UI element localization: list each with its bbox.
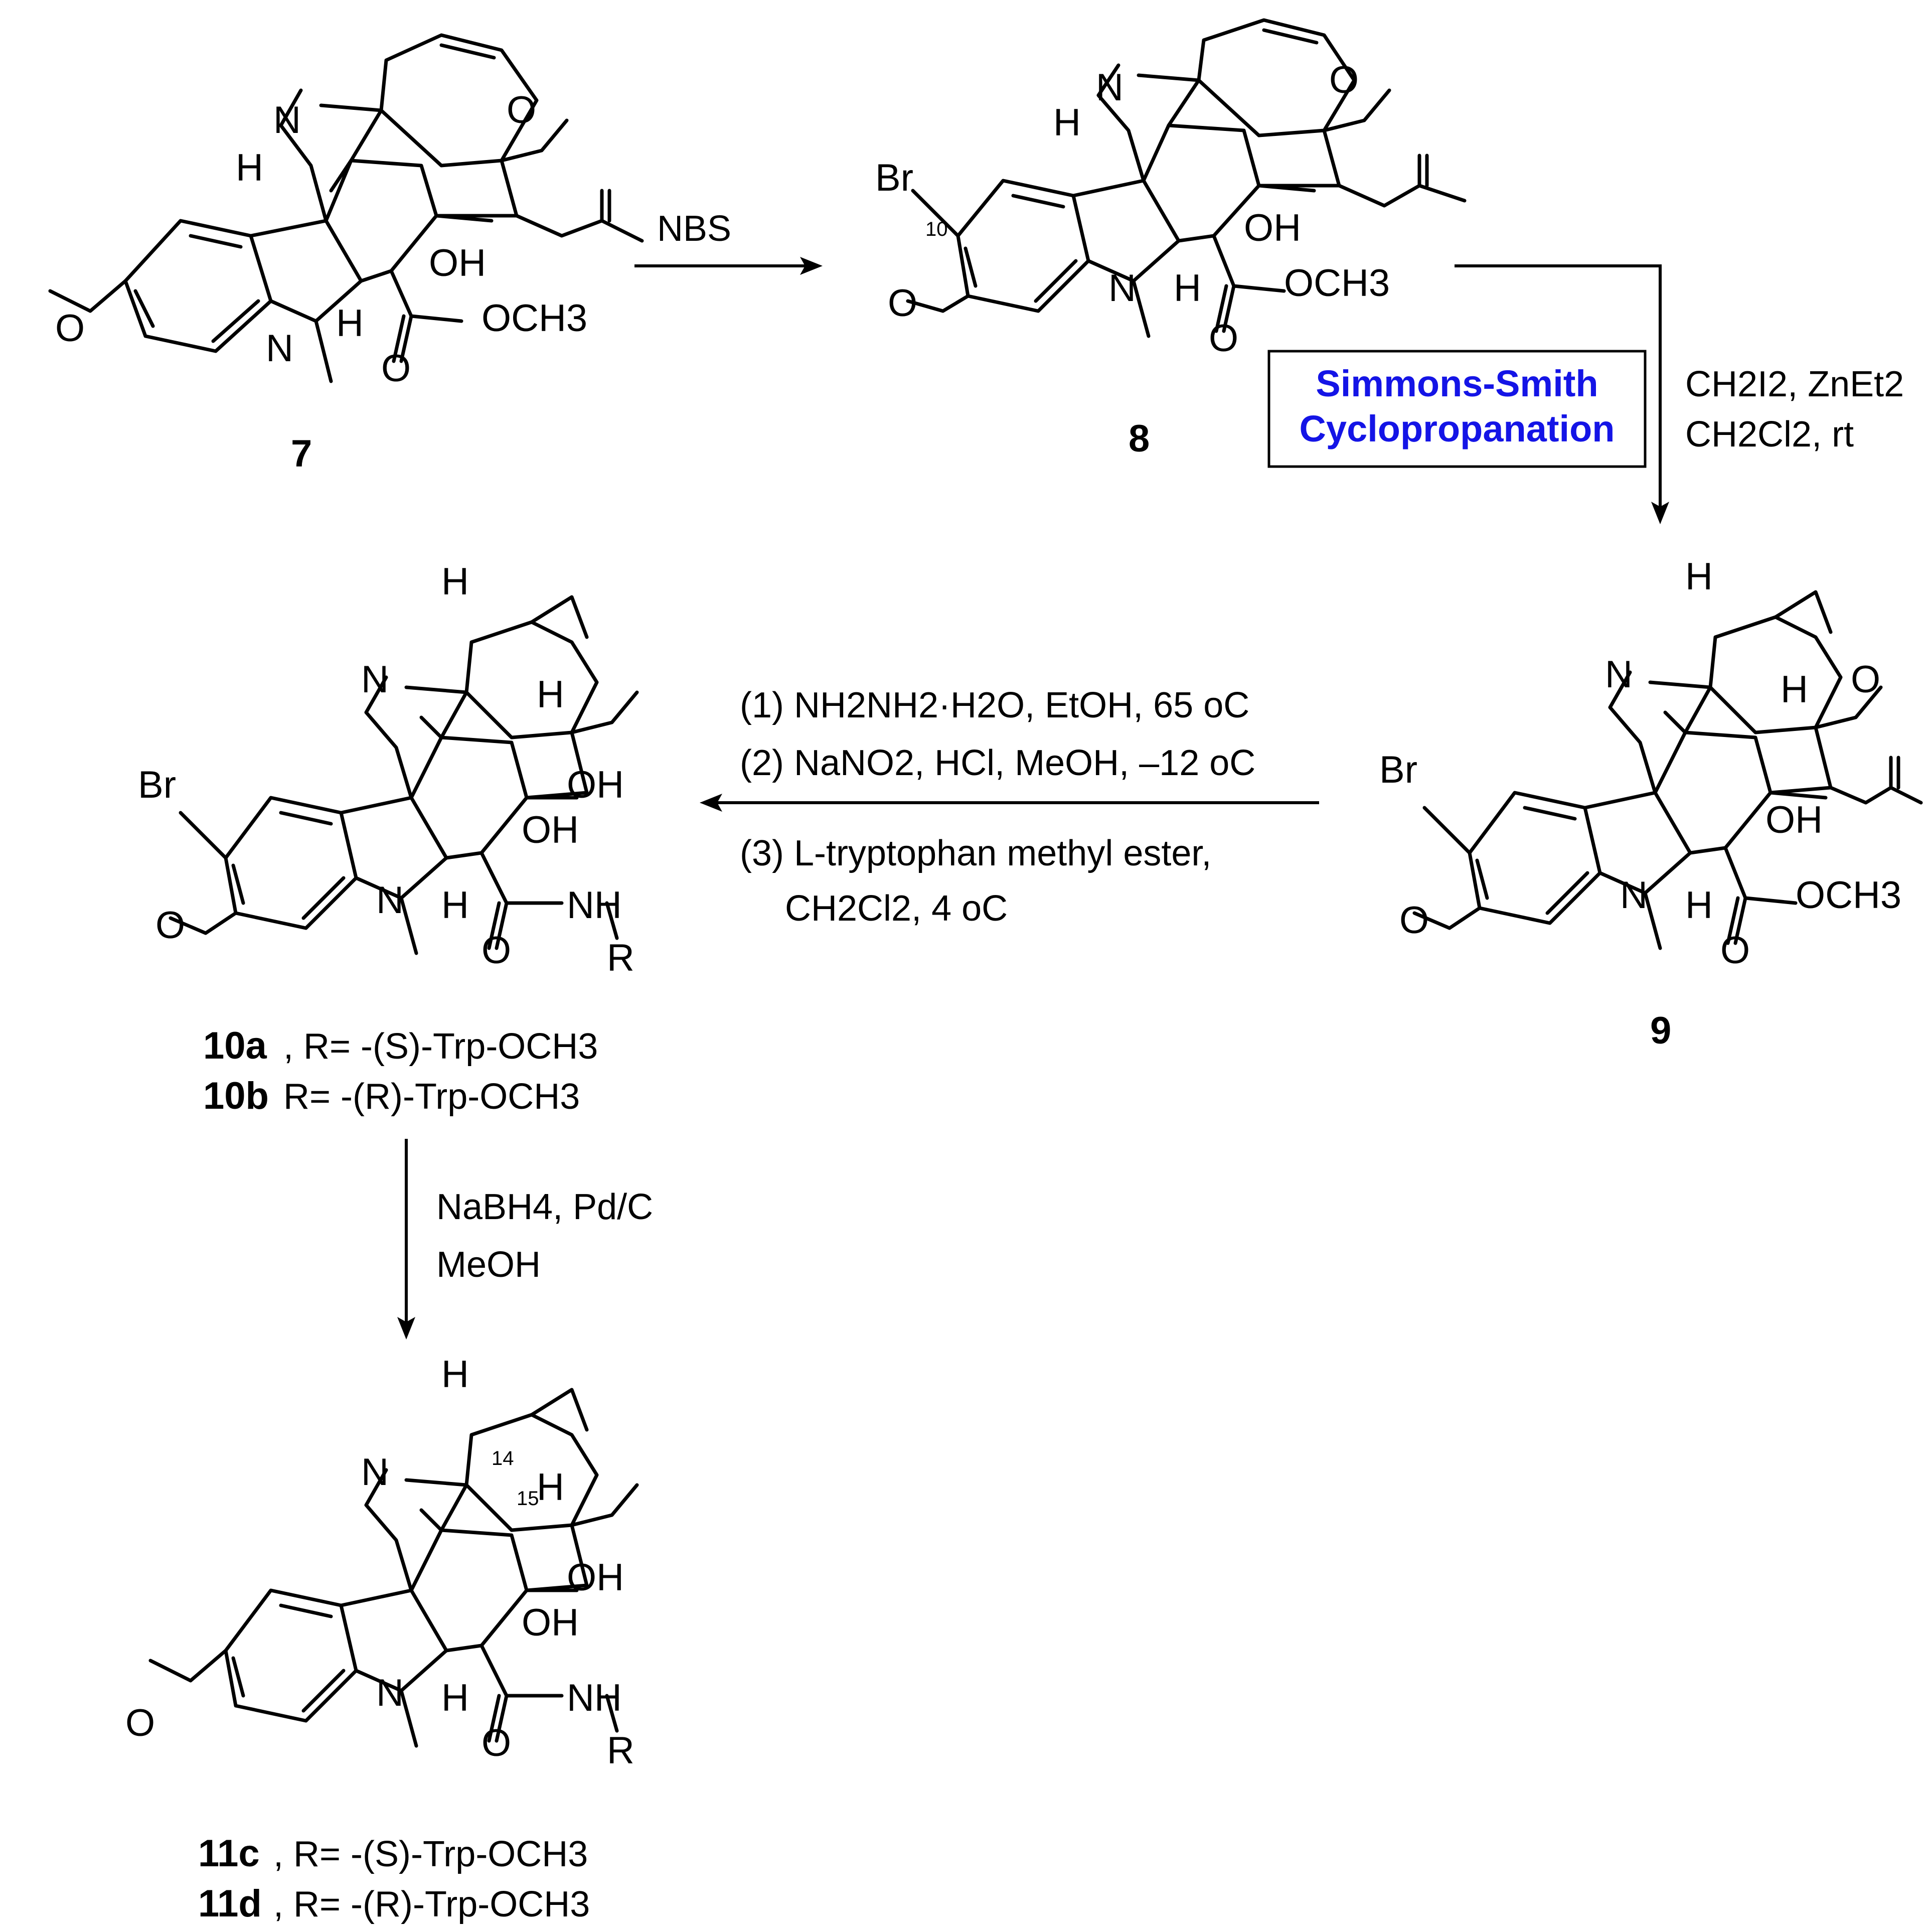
c7-atom-O: O	[507, 89, 536, 131]
simmons-smith-line2: Cyclopropanation	[1299, 408, 1615, 450]
compound-9-label: 9	[1650, 1009, 1671, 1052]
c9-atom-OCH3: OCH3	[1796, 874, 1901, 917]
compound-10a-id: 10a	[203, 1024, 267, 1067]
compound-11d-desc: , R= -(R)-Trp-OCH3	[273, 1884, 590, 1924]
c11-atom-N2: N	[376, 1672, 404, 1714]
arrowhead-step4	[397, 1317, 415, 1340]
c9-atom-H2: H	[1685, 884, 1713, 927]
c10-atom-O: O	[481, 929, 511, 972]
c7-atom-H2: H	[336, 302, 364, 345]
compound-10b-id: 10b	[203, 1075, 269, 1117]
step4-line2: MeOH	[436, 1245, 541, 1285]
c9-atom-OH: OH	[1765, 799, 1823, 841]
step3-line4: CH2Cl2, 4 oC	[785, 888, 1008, 929]
step4-line1: NaBH4, Pd/C	[436, 1187, 653, 1227]
step1-reagent: NBS	[657, 209, 731, 249]
compound-11d-id: 11d	[198, 1882, 262, 1925]
c9-atom-O-methoxy: O	[1399, 899, 1429, 942]
c9-atom-Br: Br	[1379, 749, 1417, 791]
c10-atom-NH: NH	[567, 884, 622, 927]
c11-atom-R: R	[607, 1729, 634, 1772]
simmons-smith-line1: Simmons-Smith	[1316, 363, 1598, 404]
c10-atom-N: N	[361, 658, 389, 701]
c10-atom-H2: H	[441, 884, 469, 927]
c9-atom-H-top: H	[1685, 555, 1713, 598]
c8-atom-O2: O	[1209, 317, 1238, 360]
compound-7-structure	[48, 33, 644, 383]
step3-line3: (3) L-tryptophan methyl ester,	[740, 833, 1211, 873]
compound-10b-desc: R= -(R)-Trp-OCH3	[283, 1077, 580, 1117]
c7-atom-O2: O	[381, 347, 411, 390]
c10-atom-R: R	[607, 937, 634, 979]
c10-atom-OH-2: OH	[522, 809, 579, 851]
arrowhead-step1	[800, 257, 823, 275]
compound-11c-id: 11c	[198, 1832, 260, 1875]
c11-atom-NH: NH	[567, 1677, 622, 1719]
simmons-smith-box	[1267, 350, 1647, 468]
c8-atom-OH: OH	[1244, 207, 1301, 249]
c10-atom-H-right: H	[537, 673, 564, 716]
c8-atom-Br: Br	[875, 157, 913, 199]
c10-atom-Br: Br	[138, 764, 176, 806]
arrowhead-step3	[700, 794, 722, 812]
c9-atom-O: O	[1851, 658, 1880, 701]
c8-atom-H2: H	[1174, 267, 1201, 310]
compound-11c-desc: , R= -(S)-Trp-OCH3	[273, 1834, 588, 1874]
c8-atom-O: O	[1329, 59, 1359, 101]
compound-10a-desc: , R= -(S)-Trp-OCH3	[283, 1026, 598, 1067]
c10-atom-H-top: H	[441, 560, 469, 603]
c8-position-10: 10	[925, 218, 948, 240]
c11-atom-H2: H	[441, 1677, 469, 1719]
c7-atom-H: H	[236, 146, 263, 189]
c7-atom-OH: OH	[429, 242, 486, 284]
c9-atom-N2: N	[1620, 874, 1648, 917]
step2-conditions-line2: CH2Cl2, rt	[1685, 414, 1854, 455]
compound-11-structure	[148, 1388, 639, 1748]
step3-line1: (1) NH2NH2·H2O, EtOH, 65 oC	[740, 685, 1249, 725]
c10-atom-O-methoxy: O	[155, 904, 185, 947]
c8-atom-O-methoxy: O	[888, 282, 917, 325]
c11-atom-O-methoxy: O	[125, 1702, 155, 1744]
c9-atom-N: N	[1605, 653, 1633, 696]
c9-atom-O2: O	[1720, 929, 1750, 972]
arrowhead-step2	[1651, 502, 1669, 524]
compound-9-structure	[1412, 590, 1923, 950]
compound-8-structure	[906, 18, 1467, 338]
c7-atom-OCH3: OCH3	[481, 297, 587, 340]
c10-atom-N2: N	[376, 879, 404, 922]
c7-atom-O-methoxy: O	[55, 307, 85, 350]
c8-atom-H: H	[1053, 101, 1081, 144]
compound-8-label: 8	[1129, 417, 1150, 460]
compound-7-label: 7	[291, 432, 312, 475]
c11-atom-H-right: H	[537, 1466, 564, 1509]
c11-position-15: 15	[517, 1488, 539, 1510]
c9-atom-H-right: H	[1781, 668, 1808, 711]
c11-atom-N: N	[361, 1451, 389, 1494]
c8-atom-OCH3: OCH3	[1284, 262, 1390, 305]
c10-atom-OH-1: OH	[567, 764, 624, 806]
step2-conditions-line1: CH2I2, ZnEt2	[1685, 364, 1904, 404]
c7-atom-N: N	[273, 99, 301, 141]
c11-position-14: 14	[492, 1447, 514, 1469]
c7-atom-N2: N	[266, 327, 293, 370]
c8-atom-N: N	[1096, 66, 1123, 109]
c11-atom-O: O	[481, 1722, 511, 1764]
c11-atom-OH-2: OH	[522, 1601, 579, 1644]
compound-10-structure	[169, 595, 639, 955]
step3-line2: (2) NaNO2, HCl, MeOH, –12 oC	[740, 743, 1255, 783]
c8-atom-N2: N	[1108, 267, 1136, 310]
c11-atom-OH-1: OH	[567, 1556, 624, 1599]
arrow-step2	[1455, 264, 1662, 514]
c11-atom-H-top: H	[441, 1353, 469, 1396]
